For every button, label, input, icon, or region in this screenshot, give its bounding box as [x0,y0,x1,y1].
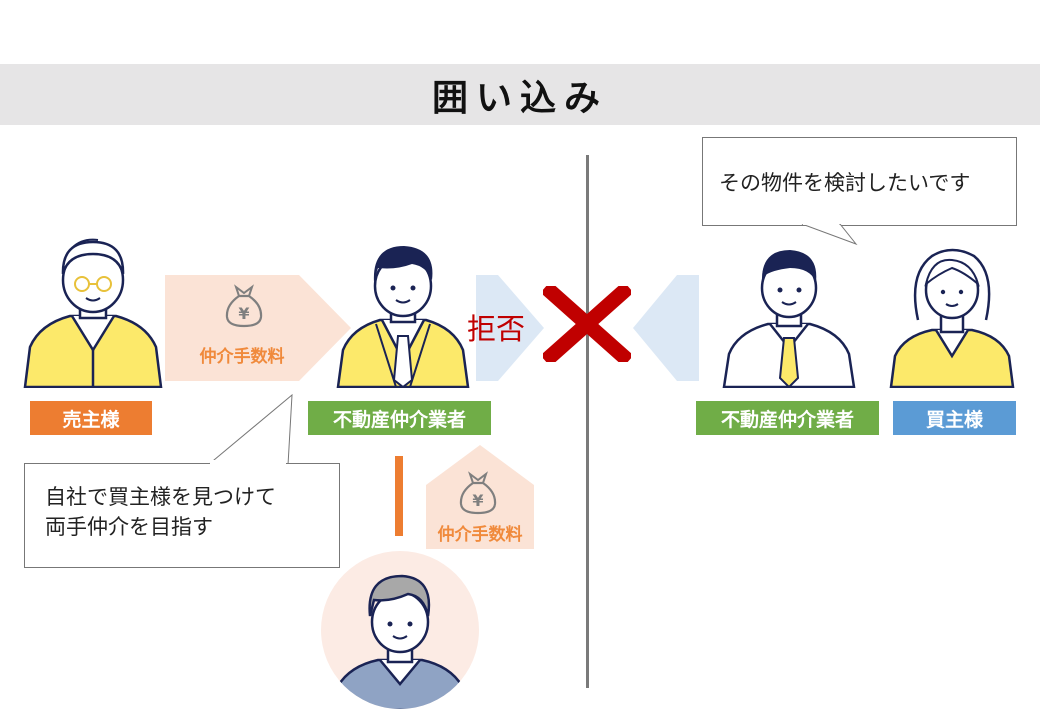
fee-label-2: 仲介手数料 [437,525,523,545]
left-agent-figure [336,240,470,388]
money-bag-icon-2: ¥ [456,470,500,520]
agent-speech-tail-cover [210,460,286,465]
page-title: 囲い込み [431,77,608,119]
buyer-speech-bubble: その物件を検討したいです [702,137,1017,226]
right-agent-label: 不動産仲介業者 [696,401,879,435]
agent-speech-line-1: 自社で買主様を見つけて [45,485,276,509]
left-agent-label: 不動産仲介業者 [308,401,491,435]
svg-text:¥: ¥ [238,304,249,323]
fee-arrow-seller-to-agent [165,275,351,385]
refusal-arrow [476,275,544,385]
in-house-buyer-figure [320,550,480,710]
buyer-speech-tail [800,222,862,250]
buyer-figure [888,244,1016,388]
fee-label-1: 仲介手数料 [199,347,285,367]
seller-figure [22,232,164,388]
agent-speech-bubble: 自社で買主様を見つけて 両手仲介を目指す [24,463,340,568]
title-bar: 囲い込み [0,64,1040,125]
buyer-speech-text: その物件を検討したいです [719,171,971,195]
center-divider [586,155,589,688]
cross-icon [540,281,634,367]
buyer-label: 買主様 [893,401,1016,435]
money-bag-icon: ¥ [222,283,266,333]
refusal-text: 拒否 [467,312,526,346]
buyer-side-arrow [633,275,699,385]
right-agent-figure [720,244,858,388]
seller-label: 売主様 [30,401,152,435]
fee-arrow-upward [426,445,534,553]
agent-speech-line-2: 両手仲介を目指す [45,515,213,539]
svg-text:¥: ¥ [472,491,483,510]
connector-bar [395,456,403,536]
